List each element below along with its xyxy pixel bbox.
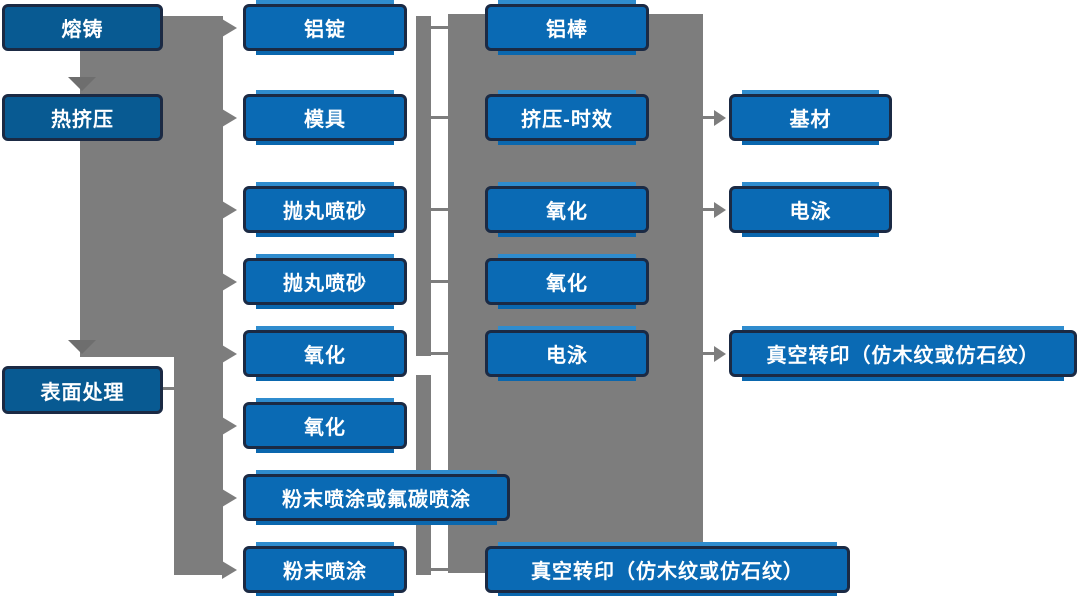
arrow-to-mold: [222, 109, 237, 127]
arrow-to-vacuum-transfer: [714, 346, 726, 362]
node-powder-coating: 粉末喷涂: [243, 542, 407, 596]
node-vacuum-transfer-bottom: 真空转印（仿木纹或仿石纹）: [485, 542, 850, 596]
arrow-stem: [703, 352, 715, 355]
connector-stub: [429, 280, 449, 283]
node-aluminum-rod: 铝棒: [485, 0, 649, 55]
connector-stub: [429, 26, 449, 29]
connector-stub: [429, 352, 449, 355]
connector-stub: [429, 116, 449, 119]
arrow-stem: [703, 116, 715, 119]
surface-treatment-connector: [160, 387, 176, 390]
node-oxidation-1: 氧化: [243, 326, 407, 381]
arrow-to-shot-blasting-1: [222, 201, 237, 219]
node-oxidation-4: 氧化: [485, 254, 649, 309]
node-powder-or-fluorocarbon: 粉末喷涂或氟碳喷涂: [243, 470, 510, 525]
arrow-to-base-material: [714, 110, 726, 126]
node-extrusion-aging: 挤压-时效: [485, 90, 649, 145]
node-shot-blasting-2: 抛丸喷砂: [243, 254, 407, 309]
node-electrophoresis-1: 电泳: [485, 326, 649, 381]
node-melting-casting: 熔铸: [2, 4, 163, 51]
flow-bar-middle-upper: [416, 16, 431, 356]
arrow-to-powder-coating: [222, 561, 237, 579]
arrow-to-powder-or-fluorocarbon: [222, 489, 237, 507]
node-hot-extrusion: 热挤压: [2, 94, 163, 141]
connector-stub: [429, 568, 449, 571]
arrow-to-shot-blasting-2: [222, 273, 237, 291]
node-oxidation-3: 氧化: [485, 182, 649, 237]
node-aluminum-ingot: 铝锭: [243, 0, 407, 55]
flow-band-left-lower: [174, 357, 223, 575]
arrow-to-oxidation-2: [222, 417, 237, 435]
node-shot-blasting-1: 抛丸喷砂: [243, 182, 407, 237]
node-oxidation-2: 氧化: [243, 398, 407, 453]
arrow-to-oxidation-1: [222, 345, 237, 363]
connector-stub: [429, 208, 449, 211]
arrow-to-aluminum-ingot: [222, 19, 237, 37]
node-base-material: 基材: [729, 90, 892, 145]
arrow-to-electrophoresis: [714, 202, 726, 218]
node-electrophoresis-2: 电泳: [729, 182, 892, 237]
arrow-stem: [703, 208, 715, 211]
arrow-to-hot-extrusion: [68, 77, 96, 91]
node-vacuum-transfer-right: 真空转印（仿木纹或仿石纹）: [729, 326, 1077, 381]
flow-band-left: [80, 16, 223, 357]
node-mold: 模具: [243, 90, 407, 145]
arrow-to-surface-treatment: [68, 340, 96, 354]
node-surface-treatment: 表面处理: [2, 366, 163, 414]
